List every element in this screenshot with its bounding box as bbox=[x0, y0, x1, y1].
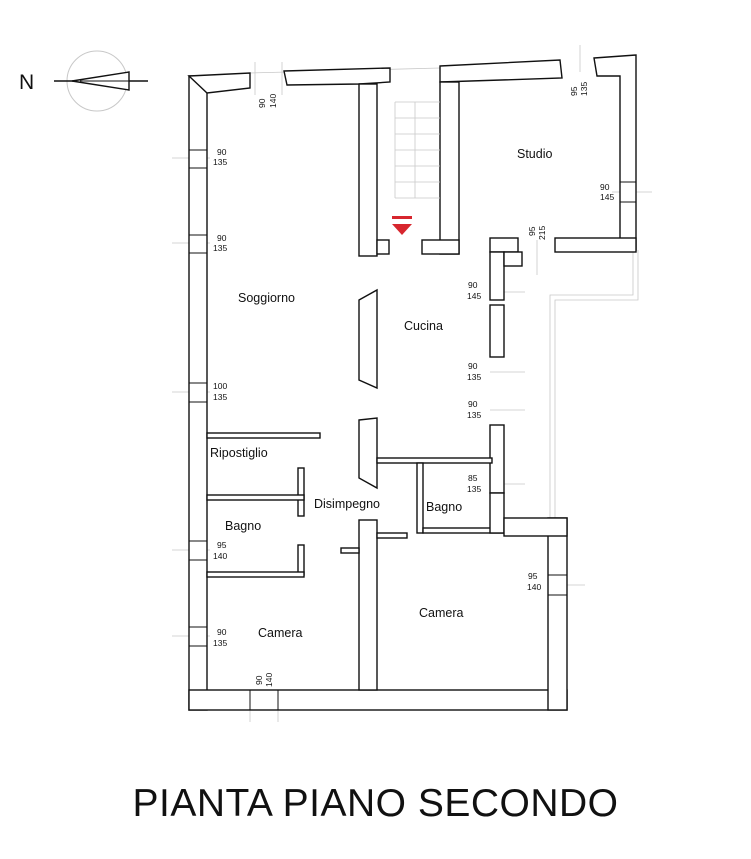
dim-label: 135 bbox=[213, 638, 227, 648]
north-label: N bbox=[19, 71, 34, 94]
dim-label: 145 bbox=[600, 192, 614, 202]
svg-text:215: 215 bbox=[537, 226, 547, 240]
dim-label: 95 bbox=[217, 540, 227, 550]
dim-label: 135 bbox=[213, 392, 227, 402]
dim-label: 140 bbox=[264, 673, 274, 687]
room-label-camera-east: Camera bbox=[419, 606, 464, 620]
svg-text:95: 95 bbox=[527, 226, 537, 236]
svg-text:140: 140 bbox=[264, 673, 274, 687]
entrance-triangle bbox=[392, 224, 412, 235]
room-label-soggiorno: Soggiorno bbox=[238, 291, 295, 305]
outer-walls bbox=[187, 54, 637, 711]
svg-text:95: 95 bbox=[569, 86, 579, 96]
dim-label: 90 bbox=[254, 675, 264, 685]
dim-label: 90 bbox=[257, 98, 267, 108]
dim-label: 135 bbox=[467, 484, 481, 494]
dim-label: 95 bbox=[527, 226, 537, 236]
dim-label: 100 bbox=[213, 381, 227, 391]
opening-dimensions: 90 140 95 135 90 135 90 135 90 145 95 21… bbox=[213, 82, 614, 687]
dim-label: 140 bbox=[527, 582, 541, 592]
dim-label: 90 bbox=[600, 182, 610, 192]
room-label-ripostiglio: Ripostiglio bbox=[210, 446, 268, 460]
dim-label: 90 bbox=[468, 280, 478, 290]
stair-steps bbox=[394, 101, 440, 199]
dim-label: 90 bbox=[217, 627, 227, 637]
dim-label: 140 bbox=[213, 551, 227, 561]
stairwell bbox=[358, 81, 460, 257]
svg-text:140: 140 bbox=[268, 94, 278, 108]
dim-label: 90 bbox=[468, 399, 478, 409]
room-label-studio: Studio bbox=[517, 147, 552, 161]
interior-walls bbox=[206, 251, 568, 691]
construction-lines bbox=[172, 45, 652, 722]
plan-title: PIANTA PIANO SECONDO bbox=[132, 782, 619, 825]
svg-text:135: 135 bbox=[579, 82, 589, 96]
room-labels: Studio Soggiorno Cucina Ripostiglio Disi… bbox=[210, 147, 552, 640]
room-label-cucina: Cucina bbox=[404, 319, 443, 333]
dim-label: 90 bbox=[217, 147, 227, 157]
dim-label: 215 bbox=[537, 226, 547, 240]
window-marks bbox=[189, 149, 636, 710]
entrance-marker bbox=[392, 216, 412, 235]
room-label-camera-west: Camera bbox=[258, 626, 303, 640]
dim-label: 135 bbox=[467, 410, 481, 420]
dim-label: 135 bbox=[213, 157, 227, 167]
north-arrow: N bbox=[19, 50, 148, 112]
entrance-bar bbox=[392, 216, 412, 219]
dim-label: 90 bbox=[217, 233, 227, 243]
dim-label: 135 bbox=[579, 82, 589, 96]
dim-label: 145 bbox=[467, 291, 481, 301]
dim-label: 140 bbox=[268, 94, 278, 108]
svg-text:90: 90 bbox=[257, 98, 267, 108]
svg-text:90: 90 bbox=[254, 675, 264, 685]
dim-label: 95 bbox=[569, 86, 579, 96]
dim-label: 90 bbox=[468, 361, 478, 371]
dim-label: 85 bbox=[468, 473, 478, 483]
dim-label: 95 bbox=[528, 571, 538, 581]
room-label-bagno-center: Bagno bbox=[426, 500, 462, 514]
dim-label: 135 bbox=[213, 243, 227, 253]
room-label-disimpegno: Disimpegno bbox=[314, 497, 380, 511]
dim-label: 135 bbox=[467, 372, 481, 382]
room-label-bagno-west: Bagno bbox=[225, 519, 261, 533]
